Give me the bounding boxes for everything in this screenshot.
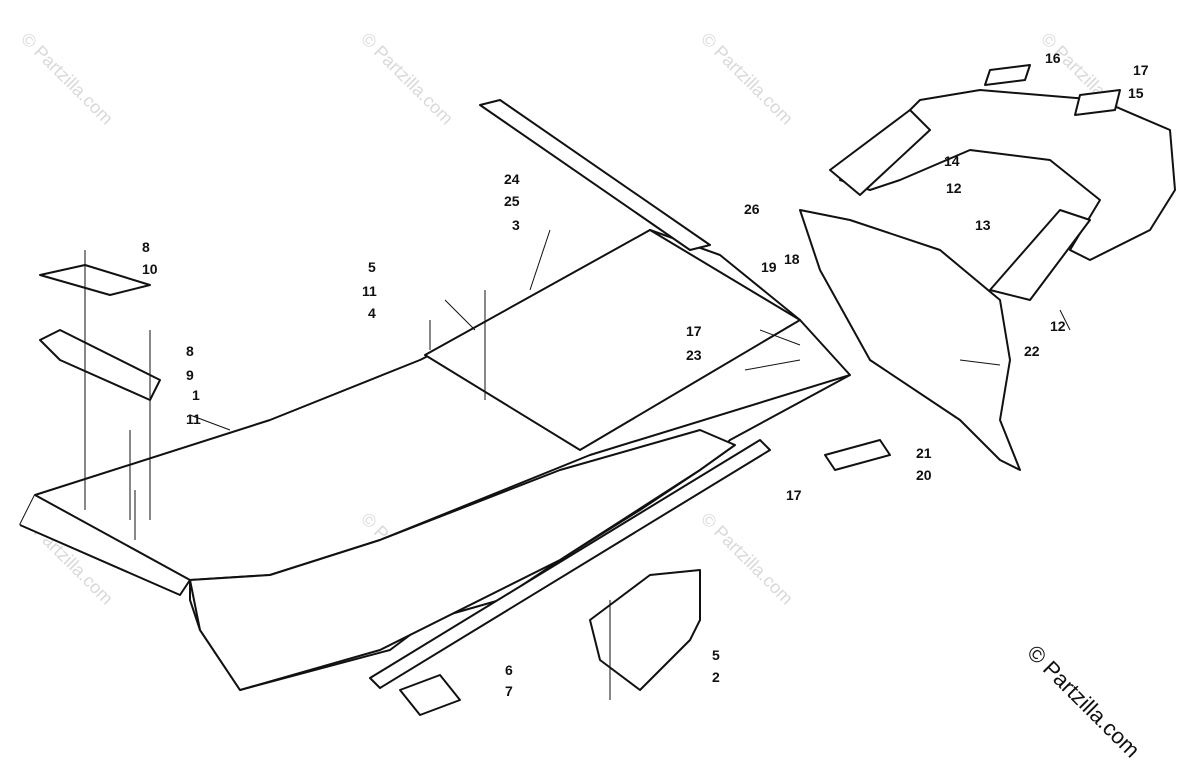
- callout-1: 1: [192, 387, 200, 403]
- center-plate: [424, 229, 801, 451]
- callout-17c: 17: [786, 487, 802, 503]
- callout-22: 22: [1024, 343, 1040, 359]
- leader-lines: [84, 229, 1071, 700]
- callout-11b: 11: [186, 411, 201, 427]
- plate-6: [399, 674, 461, 716]
- callout-7: 7: [505, 683, 513, 699]
- callout-8b: 8: [186, 343, 194, 359]
- decal-15: [1074, 89, 1121, 116]
- parts-drawing: [19, 64, 1176, 716]
- callout-9: 9: [186, 367, 194, 383]
- rod: [369, 439, 771, 689]
- watermark-text: © Partzilla.com: [697, 29, 797, 129]
- callout-layer: 1 2 3 4 5 5 6 7 8 8 9 10 11 11 12 12 13 …: [142, 50, 1149, 699]
- callout-12a: 12: [946, 180, 962, 196]
- callout-3: 3: [512, 217, 520, 233]
- callout-15: 15: [1128, 85, 1144, 101]
- decal-16: [984, 64, 1031, 86]
- left-bracket-angle: [39, 329, 161, 401]
- callout-4: 4: [368, 305, 376, 321]
- callout-12b: 12: [1050, 318, 1066, 334]
- callout-23: 23: [686, 347, 702, 363]
- callout-16: 16: [1045, 50, 1061, 66]
- callout-13: 13: [975, 217, 991, 233]
- bumper-right-grip: [989, 209, 1091, 301]
- bumper-left-grip: [829, 109, 931, 196]
- callout-24: 24: [504, 171, 520, 187]
- left-bracket-top: [39, 264, 151, 296]
- tunnel-front-flap: [19, 494, 191, 596]
- callout-11a: 11: [362, 283, 377, 299]
- callout-25: 25: [504, 193, 520, 209]
- plate-21: [824, 439, 891, 471]
- callout-2: 2: [712, 669, 720, 685]
- watermark-text: © Partzilla.com: [697, 509, 797, 609]
- callout-19: 19: [761, 259, 777, 275]
- callout-20: 20: [916, 467, 932, 483]
- callout-26: 26: [744, 201, 760, 217]
- callout-21: 21: [916, 445, 932, 461]
- callout-5a: 5: [368, 259, 376, 275]
- watermark-text: © Partzilla.com: [17, 29, 117, 129]
- callout-6: 6: [505, 662, 513, 678]
- snowflap: [479, 99, 711, 251]
- foot-bracket: [589, 569, 701, 691]
- rear-hood: [799, 209, 1021, 471]
- tunnel-side: [189, 429, 736, 691]
- callout-5b: 5: [712, 647, 720, 663]
- callout-17a: 17: [1133, 62, 1149, 78]
- callout-10: 10: [142, 261, 158, 277]
- callout-18: 18: [784, 251, 800, 267]
- watermark-text: © Partzilla.com: [357, 29, 457, 129]
- callout-8a: 8: [142, 239, 150, 255]
- callout-14: 14: [944, 153, 960, 169]
- callout-17b: 17: [686, 323, 702, 339]
